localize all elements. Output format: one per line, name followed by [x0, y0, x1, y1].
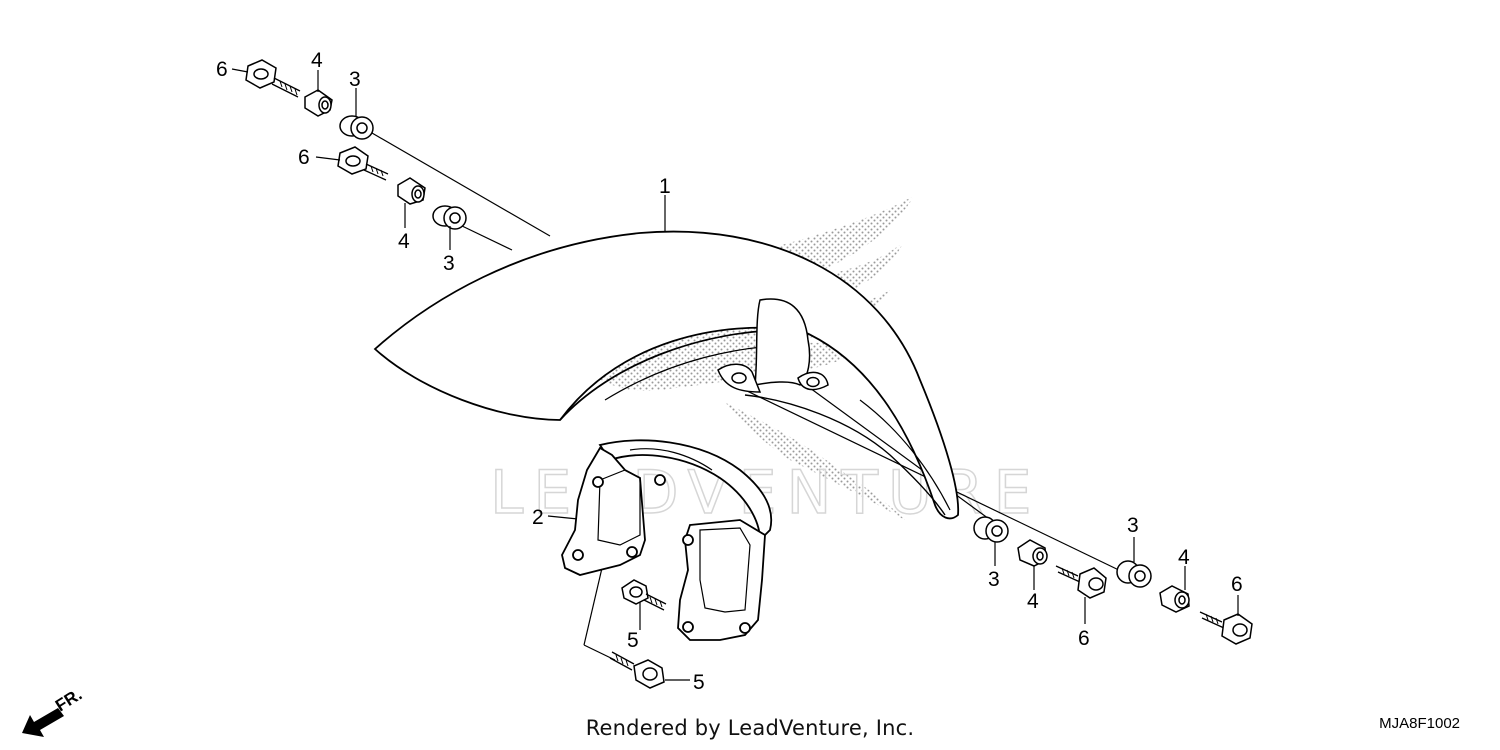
callout-4-a: 4	[311, 49, 323, 72]
grommet-3-right-b	[1116, 560, 1152, 588]
grommet-3-mid	[432, 205, 467, 230]
leader-lines	[371, 132, 1126, 681]
callout-ticks	[231, 68, 1239, 624]
grommet-3-right-a	[973, 516, 1009, 543]
callout-4-c: 4	[1027, 590, 1039, 613]
collar-4-mid	[397, 177, 426, 205]
bolt-6-right-b	[1199, 611, 1253, 645]
callout-3-c: 3	[988, 568, 1000, 591]
callout-6-d: 6	[1231, 573, 1243, 596]
callout-3-a: 3	[349, 68, 361, 91]
front-fender	[373, 230, 960, 520]
collar-4-right-a	[1017, 539, 1048, 567]
callout-5-b: 5	[693, 671, 705, 694]
arrow-icon	[22, 708, 64, 737]
callout-3-b: 3	[443, 252, 455, 275]
callout-5-a: 5	[627, 629, 639, 652]
callout-6-a: 6	[216, 58, 228, 81]
grommet-3-top	[339, 115, 374, 140]
callout-1: 1	[659, 175, 671, 198]
callout-6-c: 6	[1078, 627, 1090, 650]
collar-4-top	[304, 89, 333, 117]
callout-4-d: 4	[1178, 546, 1190, 569]
diagram-code: MJA8F1002	[1379, 715, 1460, 732]
bolt-6-mid	[337, 146, 389, 181]
bolt-5-upper	[621, 579, 667, 611]
callout-4-b: 4	[398, 230, 410, 253]
fender-bracket	[561, 439, 773, 641]
bolt-5-lower	[609, 651, 665, 689]
callout-6-b: 6	[298, 146, 310, 169]
callout-3-d: 3	[1127, 514, 1139, 537]
bolt-6-right-a	[1055, 565, 1107, 599]
bolt-6-top	[245, 59, 301, 98]
callout-2: 2	[532, 506, 544, 529]
footer-credit: Rendered by LeadVenture, Inc.	[585, 716, 915, 740]
collar-4-right-b	[1159, 585, 1190, 613]
callout-labels: 1 2 3 3 3 3 4 4 4 4 5 5 6 6 6 6	[216, 49, 1243, 694]
